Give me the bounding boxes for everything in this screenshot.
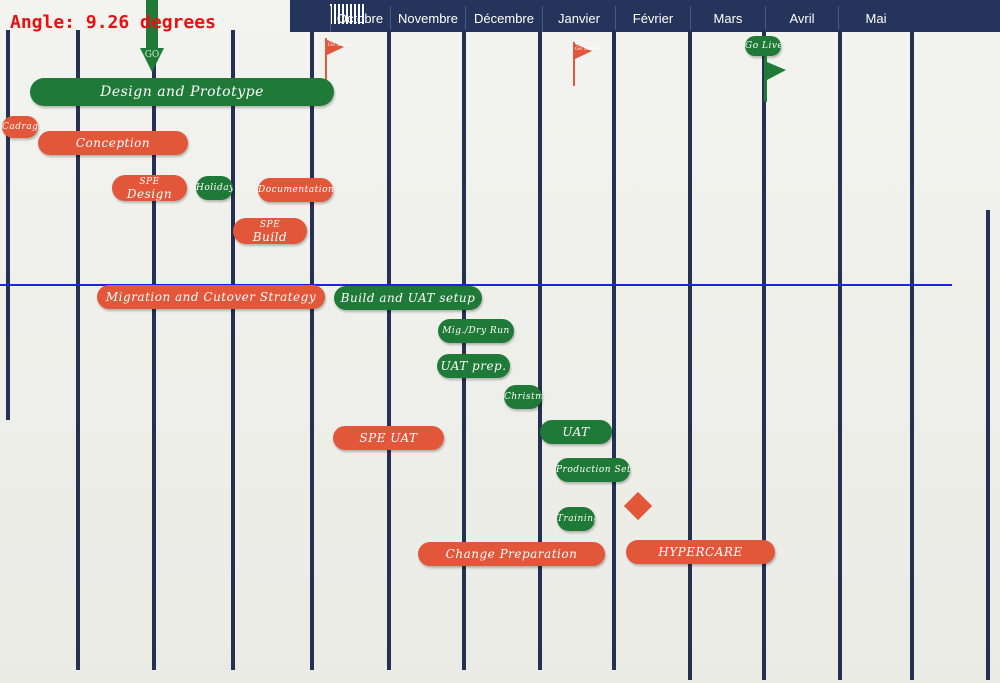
task-hypercare: HYPERCARE: [626, 540, 775, 564]
task-spe-uat: SPE UAT: [333, 426, 444, 450]
task-production-setup: Production Setup: [556, 458, 630, 482]
go-label: GO: [144, 50, 160, 60]
task-uat: UAT: [540, 420, 612, 444]
task-christmas: Christmas: [504, 385, 542, 409]
month-janvier: Janvier: [542, 6, 615, 32]
go-live-flag-icon: [764, 56, 786, 102]
go-live-badge: Go Live: [745, 36, 781, 56]
column-divider: [152, 30, 156, 670]
barcode-label: [330, 4, 364, 24]
milestone-flag-icon: [573, 42, 592, 86]
column-divider: [462, 30, 466, 670]
go-arrow-icon: [140, 0, 164, 72]
task-spe-design-line1: SPE: [139, 177, 160, 187]
task-migration-cutover: Migration and Cutover Strategy: [97, 285, 325, 309]
column-divider: [688, 30, 692, 680]
task-spe-design: SPE Design: [112, 175, 187, 201]
month-fevrier: Février: [615, 6, 690, 32]
month-decembre: Décembre: [465, 6, 542, 32]
task-spe-build-line1: SPE: [259, 220, 281, 230]
column-divider: [387, 30, 391, 670]
task-documentation: Documentation: [258, 178, 333, 202]
column-divider: [910, 30, 914, 680]
task-change-preparation: Change Preparation: [418, 542, 605, 566]
column-divider: [231, 30, 235, 670]
task-holidays: Holidays: [196, 176, 233, 200]
milestone-flag-icon: [325, 38, 344, 82]
column-divider: [612, 30, 616, 670]
month-avril: Avril: [765, 6, 838, 32]
task-training: Training: [557, 507, 595, 531]
task-spe-design-line2: Design: [126, 187, 173, 201]
task-mig-dry-run: Mig./Dry Run: [438, 319, 514, 343]
column-divider: [76, 30, 80, 670]
month-mai: Mai: [838, 6, 913, 32]
task-design-prototype: Design and Prototype: [30, 78, 334, 106]
task-build-uat-setup: Build and UAT setup: [334, 286, 482, 310]
angle-overlay-text: Angle: 9.26 degrees: [10, 12, 216, 33]
milestone-diamond-icon: [623, 491, 653, 521]
column-divider: [538, 30, 542, 670]
task-spe-build: SPE Build: [233, 218, 307, 244]
task-conception: Conception: [38, 131, 188, 155]
horizontal-reference-line: [0, 284, 952, 286]
column-divider: [310, 30, 314, 670]
column-divider: [838, 30, 842, 680]
column-divider: [986, 210, 990, 680]
task-spe-build-line2: Build: [252, 230, 288, 244]
month-mars: Mars: [690, 6, 765, 32]
column-divider: [762, 30, 766, 680]
flag-text: Go Stable: [328, 42, 353, 48]
task-uat-prep: UAT prep.: [437, 354, 510, 378]
month-header-bar: [290, 0, 1000, 32]
task-cadrage: Cadrage: [2, 116, 38, 138]
month-octobre: Octobre: [330, 6, 389, 32]
flag-text: Go Stable: [575, 46, 600, 52]
month-novembre: Novembre: [390, 6, 465, 32]
column-divider: [6, 30, 10, 420]
